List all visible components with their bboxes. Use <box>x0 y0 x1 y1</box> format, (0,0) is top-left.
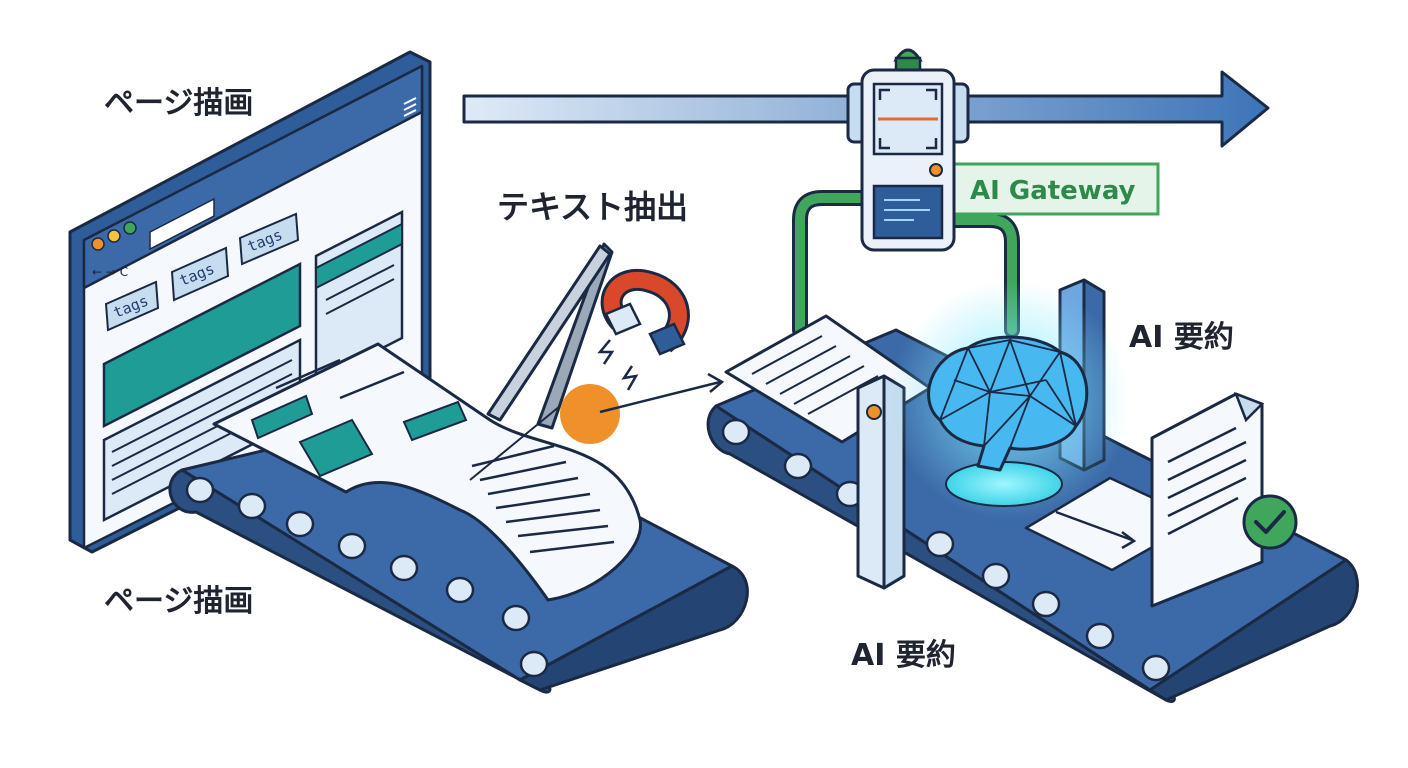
label-text-extract: テキスト抽出 <box>497 188 689 226</box>
brain-icon <box>890 280 1130 520</box>
extraction-spot <box>469 384 620 481</box>
label-ai-summary-right: AI 要約 <box>1129 320 1234 355</box>
label-ai-summary-bottom: AI 要約 <box>851 638 956 673</box>
document-icon <box>212 342 642 602</box>
tweezers-icon <box>486 242 614 430</box>
tag-badge: tags <box>238 212 300 266</box>
gateway-label-text: AI Gateway <box>970 176 1136 206</box>
menu-icon <box>403 97 417 117</box>
roller <box>185 476 549 678</box>
gateway-label: AI Gateway <box>950 162 1160 216</box>
label-page-render-bottom: ページ描画 <box>104 584 254 619</box>
magnet-icon <box>597 269 690 391</box>
browser-nav: ← → C <box>92 265 128 279</box>
document-icon <box>1150 391 1265 608</box>
transfer-arrow <box>599 372 725 414</box>
check-circle-icon <box>1242 494 1298 550</box>
scanner-icon <box>846 48 970 252</box>
label-page-render-top: ページ描画 <box>104 86 254 121</box>
gateway-pipe <box>792 190 1020 338</box>
